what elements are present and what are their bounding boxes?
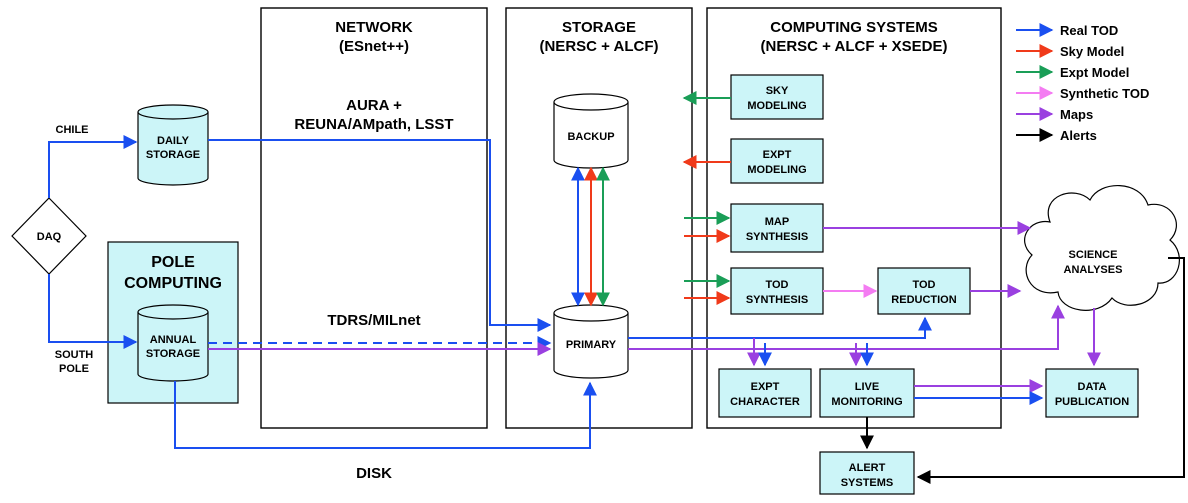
storage-title: STORAGE [562,19,636,36]
daq-label: DAQ [37,231,62,243]
network-title: NETWORK [335,19,413,36]
legend-synthetic-tod: Synthetic TOD [1060,86,1149,101]
tod-reduction-label-2: REDUCTION [891,294,956,306]
network-route-aura: AURA + [346,97,402,114]
arrow-disk-route [174,381,597,449]
south-pole-label-1: SOUTH [55,349,94,361]
legend-alerts: Alerts [1060,128,1097,143]
tod-synthesis-label-2: SYNTHESIS [746,294,808,306]
computing-title: COMPUTING SYSTEMS [770,19,938,36]
annual-storage-label-1: ANNUAL [150,334,197,346]
expt-modeling-label-2: MODELING [747,164,806,176]
arrow-primary-science [628,304,1065,350]
pole-computing-label-2: COMPUTING [124,275,222,292]
tod-reduction-label-1: TOD [912,279,935,291]
arrow-primary-tod-reduction [628,316,932,339]
backup-storage-node [553,93,629,169]
data-publication-box [1045,368,1139,418]
daily-storage-node [137,104,209,186]
legend-sky-model: Sky Model [1060,44,1124,59]
legend-expt-model: Expt Model [1060,65,1129,80]
arrow-daq-daily [48,135,138,198]
south-pole-label-2: POLE [59,363,89,375]
chile-label: CHILE [56,124,89,136]
daily-storage-label-2: STORAGE [146,149,200,161]
legend-real-tod: Real TOD [1060,23,1118,38]
connectors [48,91,1185,484]
alert-systems-label-1: ALERT [849,462,886,474]
alert-systems-box [819,451,915,495]
arrow-daq-annual [48,274,138,349]
legend: Real TOD Sky Model Expt Model Synthetic … [1016,23,1149,143]
expt-character-box [718,368,812,418]
arrow-science-alerts [916,257,1185,484]
data-publication-label-1: DATA [1078,381,1107,393]
network-panel [260,7,488,429]
primary-label: PRIMARY [566,339,617,351]
backup-label: BACKUP [567,131,614,143]
network-route-reuna: REUNA/AMpath, LSST [294,116,453,133]
computing-subtitle: (NERSC + ALCF + XSEDE) [761,38,948,55]
network-subtitle: (ESnet++) [339,38,409,55]
science-analyses-cloud [1024,185,1180,311]
tod-reduction-box [877,267,971,315]
network-route-tdrs: TDRS/MILnet [327,312,420,329]
expt-character-label-1: EXPT [751,381,780,393]
alert-systems-label-2: SYSTEMS [841,477,894,489]
disk-label: DISK [356,465,392,482]
annual-storage-node [137,304,209,382]
map-synthesis-label-2: SYNTHESIS [746,231,808,243]
expt-character-label-2: CHARACTER [730,396,800,408]
data-publication-label-2: PUBLICATION [1055,396,1129,408]
map-synthesis-box [730,203,824,253]
expt-modeling-box [730,138,824,184]
sky-modeling-box [730,74,824,120]
live-monitoring-label-2: MONITORING [831,396,902,408]
sky-modeling-label-2: MODELING [747,100,806,112]
storage-subtitle: (NERSC + ALCF) [539,38,658,55]
daily-storage-label-1: DAILY [157,135,190,147]
sky-modeling-label-1: SKY [766,85,789,97]
science-analyses-label-1: SCIENCE [1069,249,1118,261]
arrow-daily-primary [208,139,552,332]
expt-modeling-label-1: EXPT [763,149,792,161]
live-monitoring-label-1: LIVE [855,381,879,393]
science-analyses-label-2: ANALYSES [1064,264,1123,276]
tod-synthesis-label-1: TOD [765,279,788,291]
pole-computing-label-1: POLE [151,254,195,271]
legend-maps: Maps [1060,107,1093,122]
map-synthesis-label-1: MAP [765,216,789,228]
live-monitoring-box [819,368,915,418]
tod-synthesis-box [730,267,824,315]
annual-storage-label-2: STORAGE [146,348,200,360]
